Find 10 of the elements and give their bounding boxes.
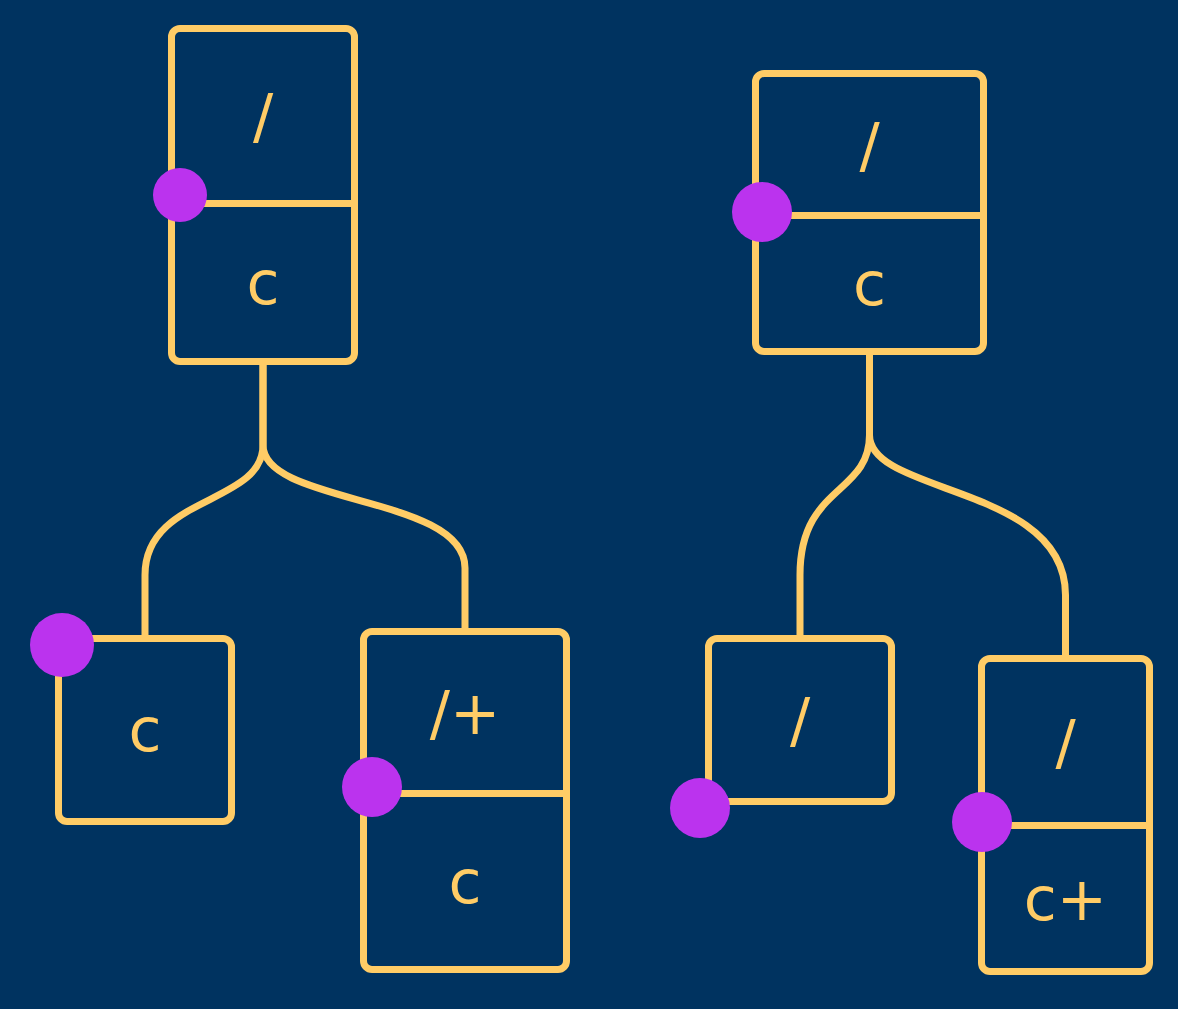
symbol-text: c <box>448 851 482 912</box>
symbol-text: /+ <box>429 682 501 743</box>
symbol-text: / <box>252 86 274 146</box>
symbol-text: c <box>128 700 162 760</box>
symbol-text: / <box>1055 712 1076 772</box>
symbol-text: c <box>246 252 280 313</box>
symbol-text: c+ <box>1023 868 1108 929</box>
symbol-text: / <box>859 114 880 175</box>
symbol-text: c <box>853 253 886 314</box>
symbol-text: / <box>789 690 811 750</box>
